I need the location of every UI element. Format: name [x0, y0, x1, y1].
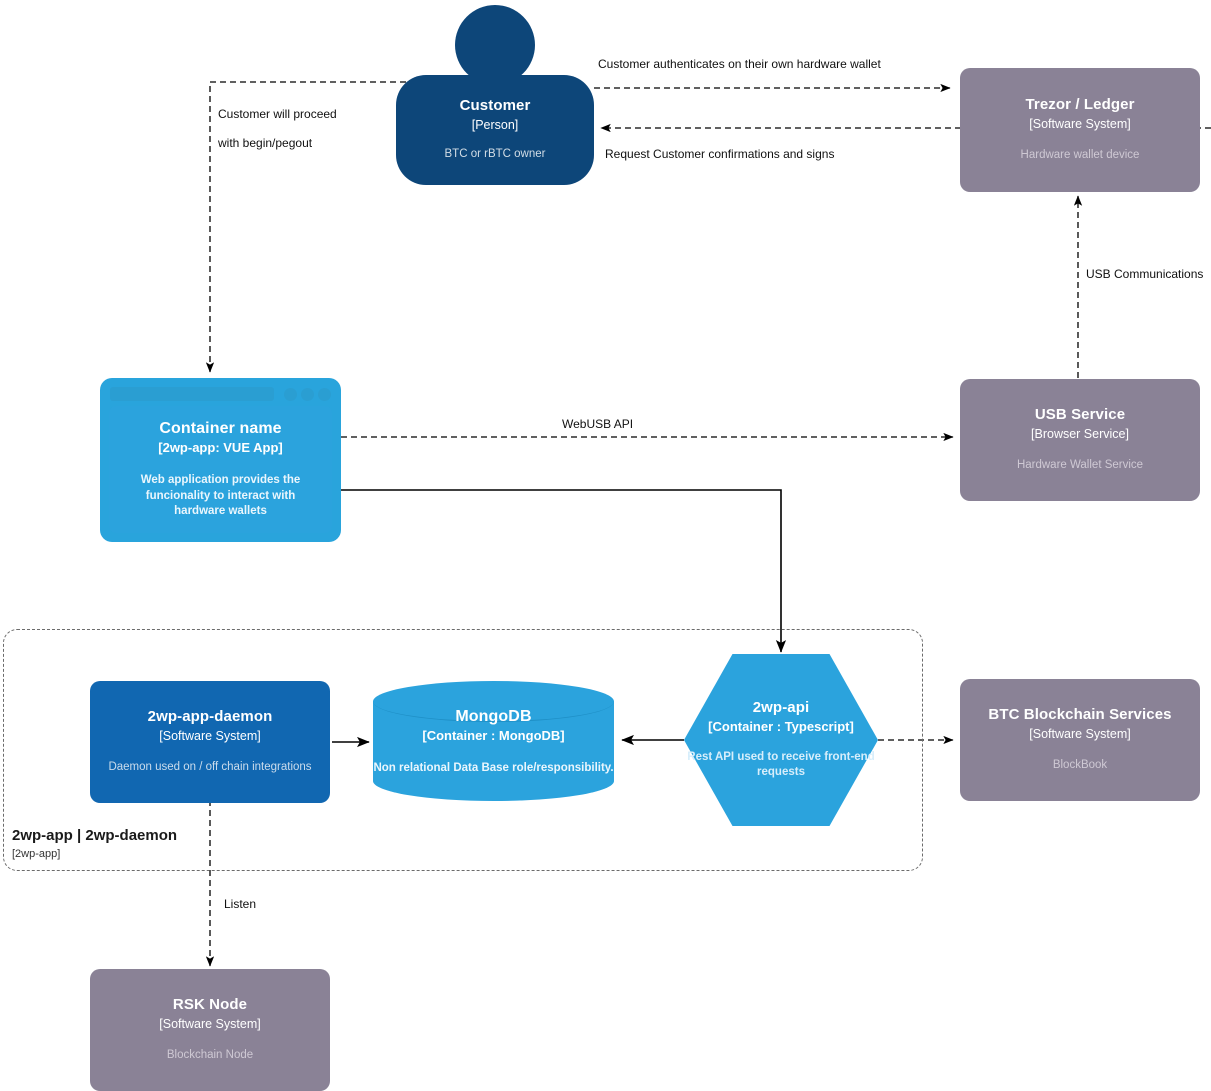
customer-head-icon: [455, 5, 535, 85]
api-label: 2wp-api [Container : Typescript] Rest AP…: [656, 654, 906, 826]
mongodb-tech: [Container : MongoDB]: [422, 728, 565, 744]
usb-service-tech: [Browser Service]: [1031, 426, 1129, 441]
vue-app-name: Container name: [159, 420, 282, 438]
customer-name: Customer: [459, 97, 531, 115]
daemon-name: 2wp-app-daemon: [147, 708, 273, 726]
trezor-ledger-description: Hardware wallet device: [1020, 149, 1140, 162]
rsk-node-tech: [Software System]: [159, 1016, 261, 1031]
boundary-title: 2wp-app | 2wp-daemon: [12, 827, 178, 844]
node-usb-service[interactable]: USB Service [Browser Service] Hardware W…: [960, 379, 1200, 501]
cylinder-top: [373, 681, 614, 722]
edge-label-customer-to-trezor: Customer authenticates on their own hard…: [598, 57, 881, 71]
trezor-ledger-name: Trezor / Ledger: [1025, 96, 1135, 114]
edge-label-listen: Listen: [224, 897, 257, 911]
edge-label-customer-to-vueapp-2: with begin/pegout: [218, 136, 313, 150]
customer-tech: [Person]: [471, 117, 519, 132]
node-btc-blockchain-services[interactable]: BTC Blockchain Services [Software System…: [960, 679, 1200, 801]
node-customer[interactable]: Customer [Person] BTC or rBTC owner: [396, 5, 594, 185]
edge-label-webusb-api: WebUSB API: [562, 417, 634, 431]
usb-service-description: Hardware Wallet Service: [1016, 459, 1144, 472]
node-vue-app[interactable]: Container name [2wp-app: VUE App] Web ap…: [100, 378, 341, 542]
edge-label-trezor-to-customer: Request Customer confirmations and signs: [605, 147, 835, 161]
node-rsk-node[interactable]: RSK Node [Software System] Blockchain No…: [90, 969, 330, 1091]
api-tech: [Container : Typescript]: [708, 718, 854, 734]
mongodb-name: MongoDB: [455, 708, 532, 726]
boundary-tech: [2wp-app]: [12, 848, 61, 860]
daemon-tech: [Software System]: [159, 728, 261, 743]
api-description: Rest API used to receive front-end reque…: [687, 750, 875, 779]
daemon-description: Daemon used on / off chain integrations: [108, 761, 312, 774]
node-trezor-ledger[interactable]: Trezor / Ledger [Software System] Hardwa…: [960, 68, 1200, 192]
customer-description: BTC or rBTC owner: [444, 148, 546, 161]
node-mongodb[interactable]: MongoDB [Container : MongoDB] Non relati…: [373, 681, 614, 801]
browser-urlbar: [110, 387, 274, 401]
btc-blockchain-services-tech: [Software System]: [1029, 726, 1131, 741]
usb-service-name: USB Service: [1034, 406, 1126, 424]
vue-app-tech: [2wp-app: VUE App]: [158, 440, 283, 456]
rsk-node-description: Blockchain Node: [166, 1049, 254, 1062]
node-2wp-api[interactable]: 2wp-api [Container : Typescript] Rest AP…: [684, 654, 878, 826]
browser-titlebar: [106, 384, 335, 404]
node-2wp-app-daemon[interactable]: 2wp-app-daemon [Software System] Daemon …: [90, 681, 330, 803]
edge-label-customer-to-vueapp-1: Customer will proceed: [218, 107, 337, 121]
browser-viewport: Container name [2wp-app: VUE App] Web ap…: [109, 406, 332, 533]
vue-app-description: Web application provides the funcionalit…: [140, 474, 301, 518]
rsk-node-name: RSK Node: [172, 996, 248, 1014]
browser-dot-icon: [301, 387, 314, 401]
edge-label-usb-communications: USB Communications: [1086, 267, 1204, 281]
api-name: 2wp-api: [752, 699, 810, 717]
trezor-ledger-tech: [Software System]: [1029, 116, 1131, 131]
browser-dot-icon: [318, 387, 331, 401]
btc-blockchain-services-description: BlockBook: [1052, 759, 1108, 772]
btc-blockchain-services-name: BTC Blockchain Services: [988, 706, 1172, 724]
customer-body: Customer [Person] BTC or rBTC owner: [396, 75, 594, 185]
boundary-2wp-app: [3, 629, 923, 871]
edge-vueapp-to-api: [341, 489, 787, 653]
mongodb-label: MongoDB [Container : MongoDB] Non relati…: [373, 703, 614, 781]
browser-dot-icon: [284, 387, 297, 401]
mongodb-description: Non relational Data Base role/responsibi…: [373, 762, 614, 775]
